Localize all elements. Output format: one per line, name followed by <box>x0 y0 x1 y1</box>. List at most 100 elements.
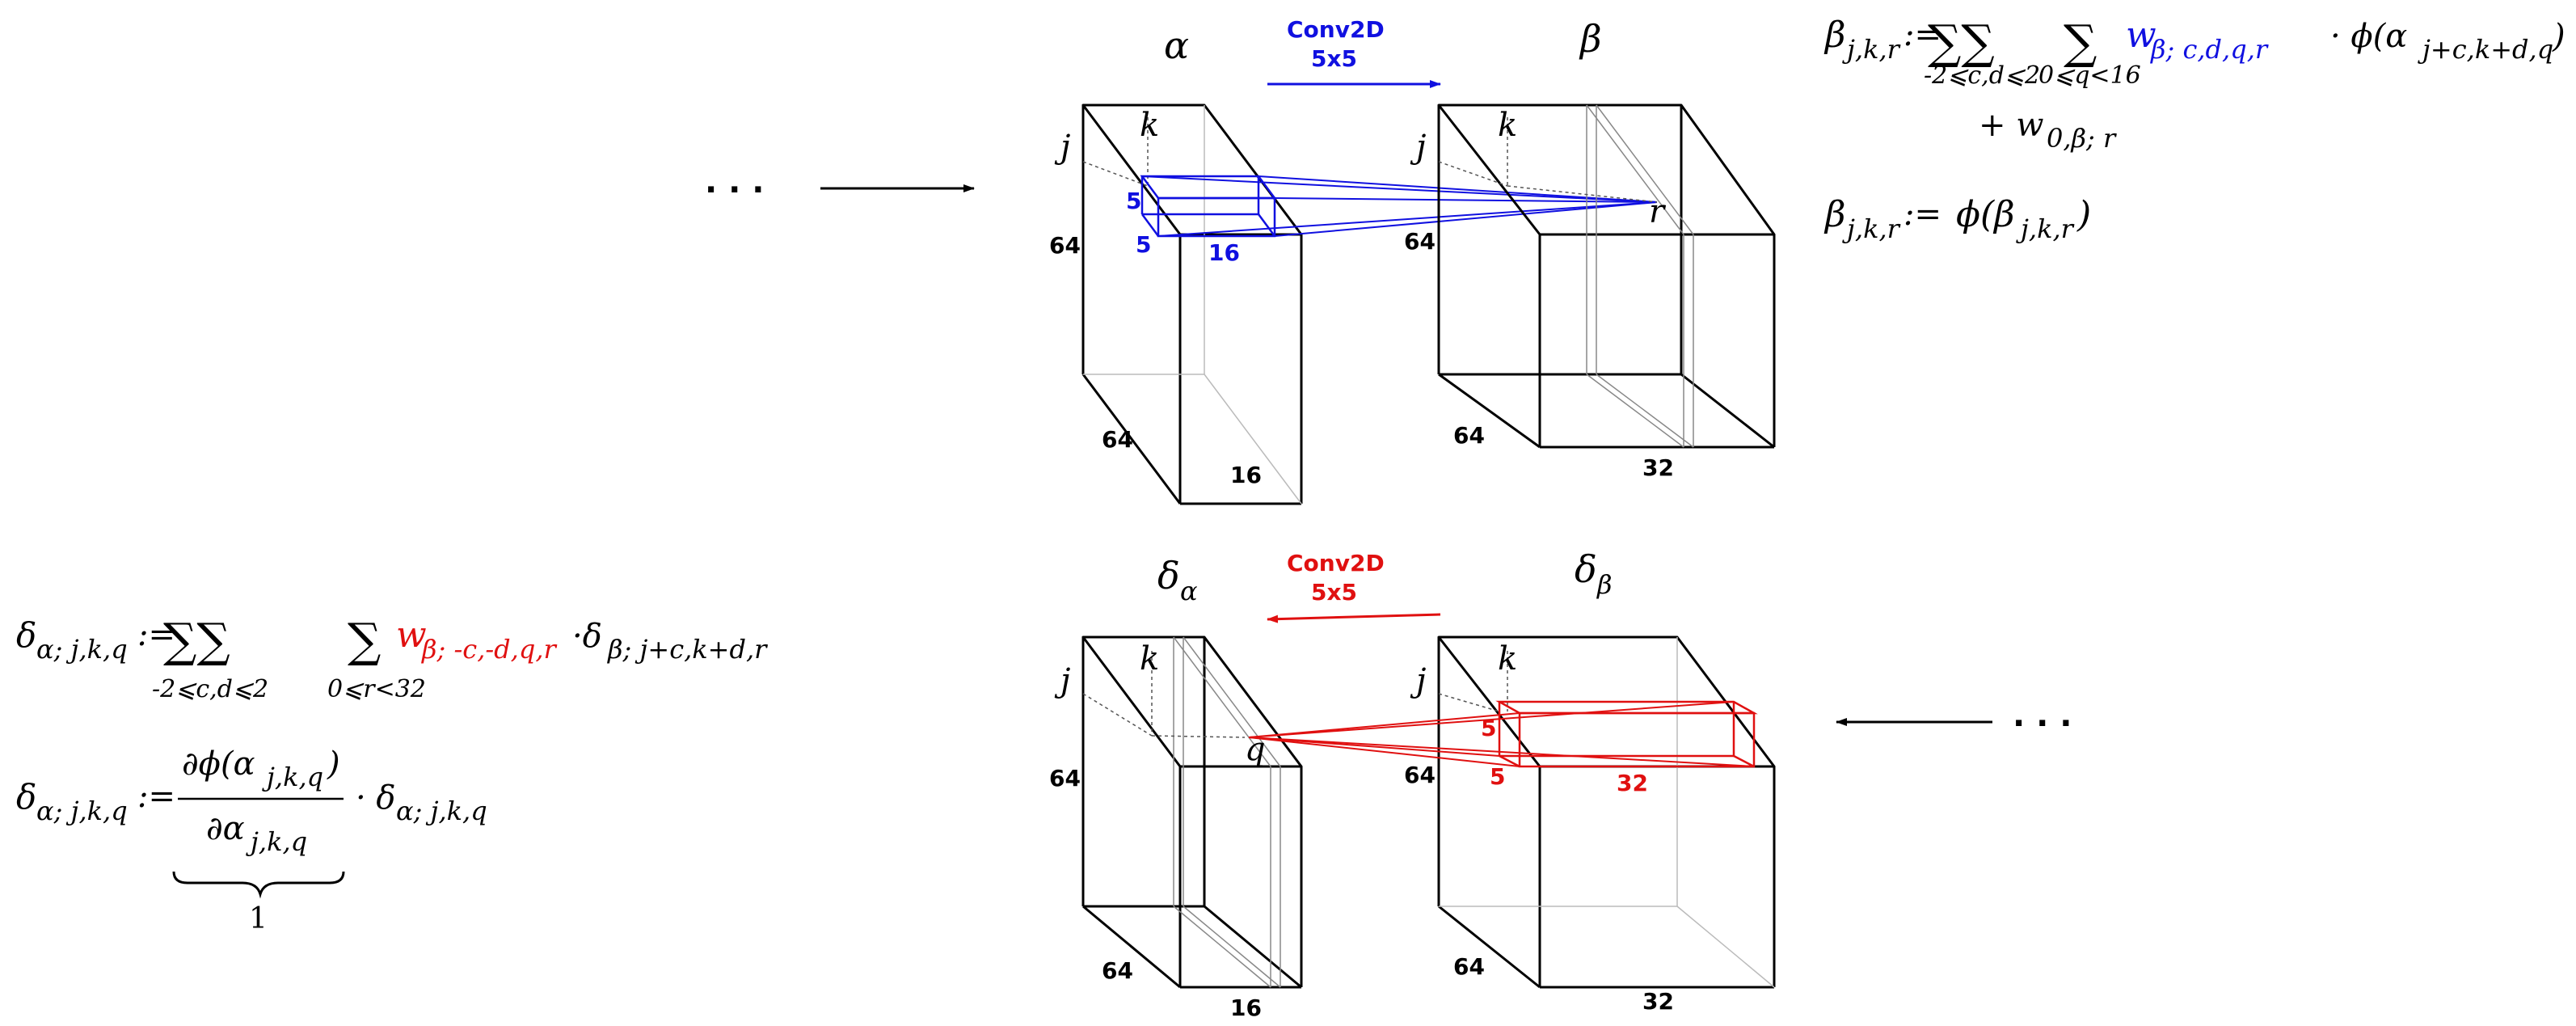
backward-kernel-depth-label: 32 <box>1617 770 1648 796</box>
beta-symbol: β <box>1579 17 1602 61</box>
backward-eq1-lhs-sub: α; j,k,q <box>36 634 128 665</box>
backward-eq2-frac-num-close: ) <box>327 745 340 783</box>
forward-eq1-weight-sub: β; c,d,q,r <box>2150 34 2269 65</box>
backward-eq2-frac-den: ∂α <box>206 810 245 847</box>
backward-eq2-underbrace-value: 1 <box>249 902 268 935</box>
beta-row-label: j <box>1410 129 1426 166</box>
beta-volume <box>1437 103 1776 449</box>
forward-equations: β j,k,r := ∑∑ -2⩽c,d⩽2 ∑ 0⩽q<16 w β; c,d… <box>1823 15 2565 244</box>
forward-eq2-lhs: β <box>1823 194 1845 235</box>
backward-eq2-lhs-sub: α; j,k,q <box>36 796 128 826</box>
forward-eq1-weight: w <box>2126 15 2157 56</box>
beta-channel-label: r <box>1649 193 1667 230</box>
backward-eq2-frac-num: ∂ϕ(α <box>182 745 255 783</box>
forward-eq2-close: ) <box>2076 194 2091 235</box>
forward-eq1-lhs: β <box>1823 15 1845 56</box>
forward-eq1-bias-sub: 0,β; r <box>2047 123 2117 154</box>
kernel-height-label: 5 <box>1126 188 1141 214</box>
forward-conv-label: Conv2D <box>1287 16 1385 43</box>
alpha-depth-label: 16 <box>1230 462 1262 488</box>
forward-eq1-sum-sigma-1: ∑∑ <box>1928 15 1995 70</box>
kernel-depth-label: 16 <box>1208 239 1240 266</box>
forward-eq1-sum1-range: -2⩽c,d⩽2 <box>1924 61 2040 90</box>
alpha-symbol: α <box>1164 23 1189 67</box>
delta-alpha-row-label: j <box>1054 662 1070 699</box>
backward-eq2-delta-sub: α; j,k,q <box>396 796 487 826</box>
backward-conv-arrow <box>1267 613 1441 623</box>
backward-eq2-frac-den-sub: j,k,q <box>246 826 307 857</box>
beta-height-label: 64 <box>1404 228 1436 255</box>
alpha-volume <box>1081 103 1303 505</box>
backward-eq2-assign: := <box>137 778 175 815</box>
backward-eq2-delta: · δ <box>356 779 396 817</box>
forward-ellipsis: · · · <box>705 171 764 209</box>
backward-eq2-frac-num-sub: j,k,q <box>262 762 323 792</box>
delta-alpha-channel-slice <box>1173 636 1281 988</box>
delta-beta-volume <box>1437 635 1776 989</box>
beta-depth-label: 32 <box>1642 454 1674 481</box>
beta-position-guides <box>1438 117 1658 203</box>
backward-eq2-underbrace <box>172 871 345 899</box>
forward-conv-size: 5x5 <box>1311 45 1357 72</box>
forward-eq1-phi-sub: j+c,k+d,q <box>2418 34 2553 65</box>
forward-eq1-bias: + w <box>1979 107 2043 144</box>
forward-eq1-sum-sigma-2: ∑ <box>2064 15 2097 70</box>
delta-alpha-width-label: 64 <box>1102 957 1133 984</box>
alpha-kernel-box <box>1140 175 1277 238</box>
backward-eq1-delta: ·δ <box>572 618 602 655</box>
delta-beta-symbol: δ <box>1575 547 1597 591</box>
delta-beta-col-label: k <box>1498 640 1517 678</box>
alpha-hidden-edges <box>1083 105 1302 505</box>
backward-kernel-height-label: 5 <box>1481 715 1496 741</box>
backward-eq1-weight-sub: β; -c,-d,q,r <box>421 634 557 665</box>
alpha-row-label: j <box>1054 129 1070 166</box>
backward-eq2-lhs: δ <box>16 777 36 817</box>
delta-alpha-position-guides <box>1082 651 1246 738</box>
delta-alpha-volume <box>1081 635 1303 989</box>
backward-projection-lines <box>1248 701 1755 767</box>
delta-alpha-col-label: k <box>1140 640 1159 678</box>
delta-beta-height-label: 64 <box>1404 762 1436 788</box>
backward-eq1-sum1-range: -2⩽c,d⩽2 <box>152 675 268 703</box>
delta-alpha-depth-label: 16 <box>1230 994 1262 1021</box>
alpha-position-guides <box>1082 117 1149 187</box>
alpha-width-label: 64 <box>1102 426 1133 453</box>
forward-eq2-assign: := <box>1904 196 1941 233</box>
forward-eq1-assign: := <box>1904 16 1941 53</box>
forward-eq2-lhs-sub: j,k,r <box>1842 213 1901 244</box>
forward-projection-lines <box>1141 175 1658 237</box>
backward-eq1-weight: w <box>396 614 427 656</box>
delta-alpha-symbol: δ <box>1157 554 1180 597</box>
alpha-height-label: 64 <box>1049 232 1081 259</box>
backward-eq1-sum-sigma-2: ∑ <box>348 613 381 668</box>
backward-equations: δ α; j,k,q := ∑∑ -2⩽c,d⩽2 ∑ 0⩽r<32 w β; … <box>16 613 768 935</box>
backward-conv-label: Conv2D <box>1287 550 1385 576</box>
delta-beta-width-label: 64 <box>1453 953 1485 980</box>
forward-eq2-rhs: ϕ(β <box>1956 194 2015 235</box>
delta-beta-depth-label: 32 <box>1642 988 1674 1015</box>
beta-channel-slice <box>1586 104 1694 448</box>
backward-eq1-delta-sub: β; j+c,k+d,r <box>607 634 768 665</box>
alpha-col-label: k <box>1140 107 1159 144</box>
forward-eq1-sum2-range: 0⩽q<16 <box>2038 61 2141 90</box>
forward-eq1-phi: · ϕ(α <box>2330 18 2407 55</box>
backward-eq1-assign: := <box>137 616 175 653</box>
beta-col-label: k <box>1498 107 1517 144</box>
delta-beta-position-guides <box>1438 651 1508 712</box>
delta-beta-row-label: j <box>1410 662 1426 699</box>
forward-eq2-rhs-sub: j,k,r <box>2016 213 2075 244</box>
kernel-width-label: 5 <box>1136 231 1151 258</box>
delta-beta-hidden-edges <box>1439 637 1775 988</box>
backward-eq1-lhs: δ <box>16 615 36 655</box>
backward-eq1-sum2-range: 0⩽r<32 <box>327 675 426 703</box>
backward-kernel-width-label: 5 <box>1490 763 1505 790</box>
delta-beta-kernel-box <box>1495 700 1758 768</box>
delta-alpha-symbol-sub: α <box>1180 576 1198 606</box>
backward-eq1-sum-sigma-1: ∑∑ <box>163 613 230 668</box>
beta-width-label: 64 <box>1453 422 1485 449</box>
backward-ellipsis: · · · <box>2013 705 2072 742</box>
delta-alpha-height-label: 64 <box>1049 765 1081 792</box>
forward-eq1-lhs-sub: j,k,r <box>1842 34 1901 65</box>
backward-conv-size: 5x5 <box>1311 579 1357 606</box>
